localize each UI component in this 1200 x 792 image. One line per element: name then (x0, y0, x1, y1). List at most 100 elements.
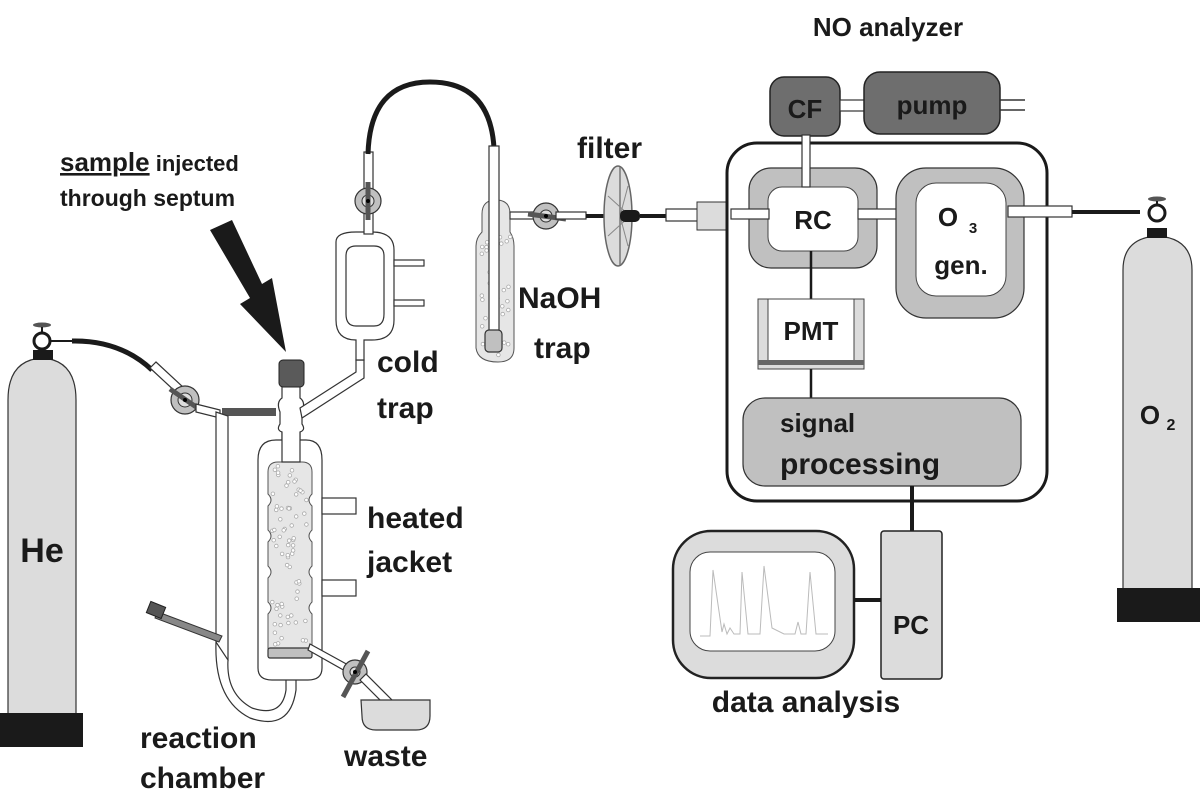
pump-box (863, 71, 1001, 135)
filter (603, 165, 640, 267)
bubble (287, 473, 292, 478)
injection-arrow-icon (210, 220, 286, 352)
reaction-chamber-label-2: chamber (140, 762, 265, 792)
bubble (290, 548, 296, 553)
cold-trap-stopcock-icon (354, 182, 382, 220)
bubble (279, 551, 285, 557)
o2-pressure-gauge-icon (1147, 203, 1167, 223)
waste-label: waste (343, 740, 427, 773)
o3-label: O (938, 202, 958, 232)
bubble (289, 523, 294, 528)
naoh-stopcock-icon (527, 202, 567, 230)
bubble (295, 589, 300, 594)
pmt: PMT (757, 298, 865, 370)
bubble (277, 534, 282, 539)
bubble (292, 479, 297, 484)
bubble (284, 562, 290, 568)
he-pressure-gauge-icon (32, 331, 52, 351)
bubble (303, 618, 308, 624)
he-cylinder: He (0, 322, 83, 747)
bubble (272, 630, 278, 635)
bubble (304, 497, 309, 503)
signal-label-2: processing (780, 448, 940, 481)
bubble (284, 483, 289, 488)
sample-injection-label: sample injected through septum (60, 147, 239, 211)
reaction-chamber (257, 359, 357, 681)
bubble (484, 240, 490, 245)
bubble (286, 620, 291, 626)
bubble (274, 543, 279, 549)
data-analysis-label: data analysis (712, 686, 900, 719)
pc-label: PC (893, 610, 929, 640)
bubble (278, 517, 283, 522)
bubble (294, 514, 299, 519)
bubble (501, 287, 506, 293)
bubble (285, 614, 290, 620)
bubble (275, 470, 281, 475)
bubble (480, 341, 486, 347)
bubble (296, 579, 302, 584)
connecting-hose (365, 79, 497, 155)
bubble (274, 504, 280, 509)
bubble (279, 601, 284, 607)
bubble (289, 613, 294, 618)
bubble (480, 324, 485, 329)
heated-jacket-label-1: heated (367, 502, 464, 535)
bubble (479, 251, 484, 256)
bubble (506, 284, 511, 289)
naoh-label-1: NaOH (518, 282, 601, 315)
bubble (271, 538, 276, 543)
bubble (272, 622, 277, 627)
bubble (281, 528, 286, 533)
bubble (300, 638, 306, 643)
pc-box (880, 530, 943, 680)
bubble (278, 622, 283, 628)
bubble (286, 506, 292, 511)
bubble (505, 299, 510, 304)
bubble (279, 506, 284, 511)
naoh-label-2: trap (534, 332, 591, 365)
bubble (291, 536, 296, 541)
bubble (270, 599, 275, 605)
signal-label-1: signal (780, 408, 855, 438)
bubble (508, 234, 513, 240)
chromatogram-trace (700, 565, 828, 637)
waste-beaker (360, 699, 431, 731)
no-analyzer-title: NO analyzer (813, 12, 963, 42)
heated-jacket-label-2: jacket (366, 546, 452, 579)
bubble (286, 542, 291, 548)
bubble (499, 241, 504, 246)
jacket-port-upper (321, 497, 357, 515)
cold-trap-label-2: trap (377, 392, 434, 425)
bubble (273, 642, 278, 647)
bubble (302, 511, 307, 516)
bubble (502, 340, 507, 345)
bubble (278, 613, 283, 618)
bubble (500, 304, 505, 309)
bubble (275, 602, 280, 608)
jacket-port-lower (321, 579, 357, 597)
bubble (272, 467, 278, 472)
bubble (480, 297, 485, 302)
cold-trap (335, 151, 425, 361)
sample-label-underlined: sample injected (60, 147, 239, 177)
o2-label: O (1140, 400, 1160, 430)
bubble (294, 596, 299, 601)
bubble (500, 311, 505, 317)
bubble (504, 239, 509, 244)
bubble (496, 352, 501, 358)
bubble (506, 342, 511, 347)
bubble (287, 538, 292, 543)
bubble (290, 543, 296, 548)
bubble (289, 468, 295, 473)
rc-label: RC (794, 205, 832, 235)
pump-label: pump (897, 90, 968, 120)
sample-injected: injected (150, 151, 239, 176)
o3-gen-label: gen. (934, 250, 987, 280)
o3-subscript: 3 (969, 220, 977, 237)
bubble (293, 620, 298, 625)
filter-label: filter (577, 132, 642, 165)
cf-label: CF (788, 94, 823, 124)
bubble (298, 488, 303, 493)
septum (278, 359, 305, 388)
